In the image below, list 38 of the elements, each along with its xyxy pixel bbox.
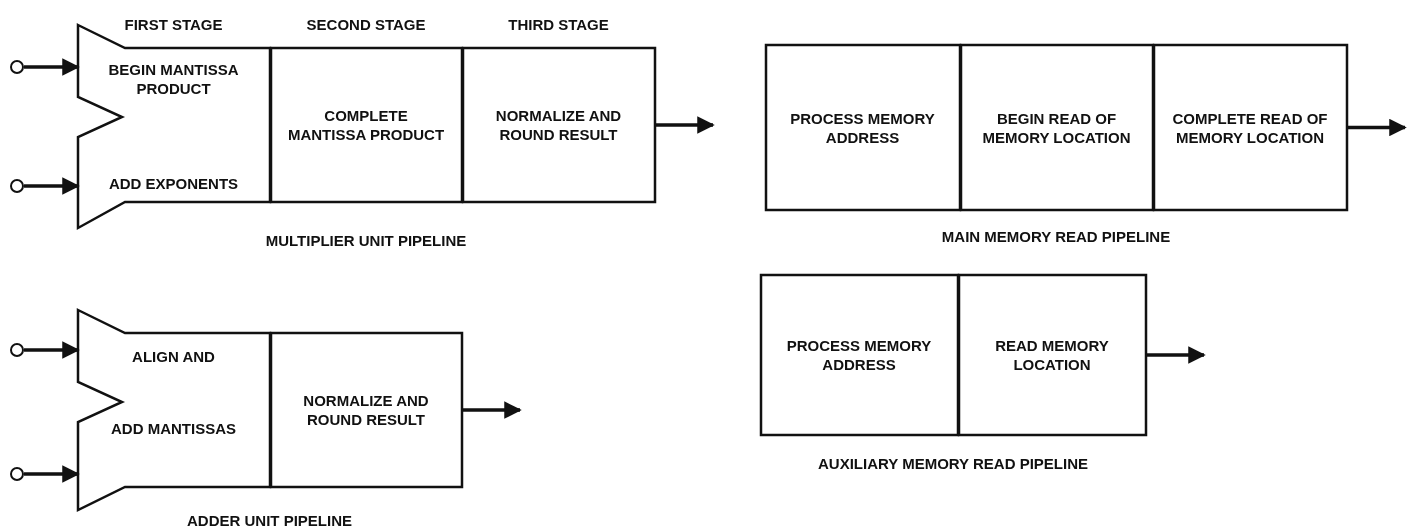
stage-block — [1153, 45, 1347, 210]
stage-label: COMPLETE READ OF MEMORY LOCATION — [1171, 108, 1329, 148]
pipeline-caption: MULTIPLIER UNIT PIPELINE — [264, 232, 468, 249]
stage-label: READ MEMORY LOCATION — [994, 336, 1110, 375]
input-stage-block — [77, 305, 270, 512]
stage-label: COMPLETE MANTISSA PRODUCT — [286, 106, 446, 145]
stage-label: ADD MANTISSAS — [110, 418, 237, 439]
arrow — [1146, 346, 1206, 364]
input-terminal — [10, 60, 24, 74]
input-terminal — [10, 343, 24, 357]
stage-label: ALIGN AND — [131, 346, 216, 367]
arrow — [1347, 118, 1407, 137]
pipeline-caption: ADDER UNIT PIPELINE — [186, 512, 353, 529]
stage-block — [270, 333, 462, 487]
stage-block — [760, 275, 958, 435]
stage-label: NORMALIZE AND ROUND RESULT — [494, 106, 623, 145]
stage-heading: FIRST STAGE — [123, 14, 224, 35]
arrow — [24, 177, 80, 195]
stage-label: ADD EXPONENTS — [107, 173, 240, 194]
pipeline-caption: MAIN MEMORY READ PIPELINE — [940, 228, 1172, 245]
stage-label: BEGIN READ OF MEMORY LOCATION — [981, 108, 1132, 148]
stage-label: PROCESS MEMORY ADDRESS — [789, 108, 936, 148]
arrow — [24, 341, 80, 359]
stage-heading: THIRD STAGE — [507, 14, 610, 35]
stage-label: BEGIN MANTISSA PRODUCT — [107, 60, 240, 99]
stage-heading: SECOND STAGE — [305, 14, 427, 35]
arrow — [655, 116, 715, 134]
pipeline-caption: AUXILIARY MEMORY READ PIPELINE — [816, 455, 1089, 472]
arrow — [462, 401, 522, 419]
input-terminal — [10, 467, 24, 481]
stage-block — [958, 275, 1146, 435]
arrow — [24, 465, 80, 483]
stage-label: PROCESS MEMORY ADDRESS — [785, 336, 933, 375]
stage-block — [765, 45, 960, 210]
stage-label: NORMALIZE AND ROUND RESULT — [302, 391, 430, 430]
arrow — [24, 58, 80, 76]
input-terminal — [10, 179, 24, 193]
stage-block — [960, 45, 1153, 210]
